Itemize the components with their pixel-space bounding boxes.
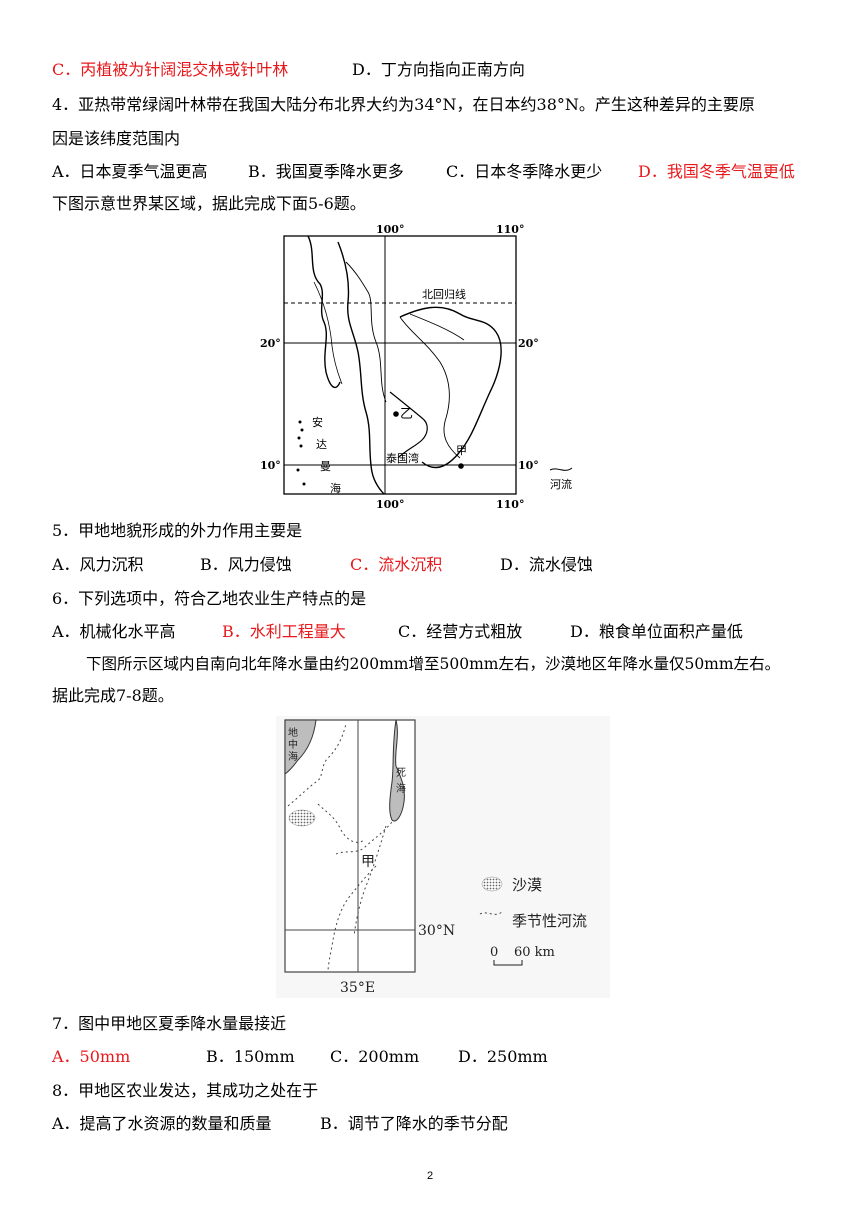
q6-stem: 6．下列选项中，符合乙地农业生产特点的是 <box>52 589 367 608</box>
seasonal-river-legend-symbol <box>479 911 503 915</box>
seasonal-river-1 <box>287 723 347 807</box>
gulf-label: 泰国湾 <box>386 451 419 465</box>
page-number: 2 <box>426 1170 434 1182</box>
southeast-asia-map: 100° 110° 100° 110° 20° 20° 10° 10° 北回归线… <box>260 223 573 511</box>
desert-legend-symbol <box>481 876 503 892</box>
desert-area <box>288 809 316 827</box>
map1-frame <box>283 235 517 495</box>
mekong-river <box>399 316 461 459</box>
q7-stem: 7．图中甲地区夏季降水量最接近 <box>52 1014 287 1033</box>
border-1 <box>345 261 387 403</box>
peninsula-coast <box>337 241 385 495</box>
q6-option-a: A．机械化水平高 <box>52 622 176 641</box>
andaman-char-1: 安 <box>312 415 323 429</box>
q4-option-a: A．日本夏季气温更高 <box>52 162 208 181</box>
lat-10-right-label: 10° <box>518 459 539 472</box>
q3-option-c: C．丙植被为针阔混交林或针叶林 <box>52 60 289 79</box>
jia-point <box>458 463 464 469</box>
q7-option-b: B．150mm <box>206 1047 295 1066</box>
mediterranean-sea <box>284 719 317 775</box>
lat-20-right-label: 20° <box>518 337 539 350</box>
q6-option-c: C．经营方式粗放 <box>398 622 523 641</box>
q5-option-b: B．风力侵蚀 <box>200 555 292 574</box>
q8-option-b: B．调节了降水的季节分配 <box>320 1114 508 1133</box>
q7-option-d: D．250mm <box>458 1047 548 1066</box>
q4-option-d: D．我国冬季气温更低 <box>638 162 795 181</box>
intro-7-8-line1: 下图所示区域内自南向北年降水量由约200mm增至500mm左右，沙漠地区年降水量… <box>86 655 781 673</box>
q8-option-a: A．提高了水资源的数量和质量 <box>52 1114 272 1133</box>
q4-option-b: B．我国夏季降水更多 <box>248 162 404 181</box>
jia-label-map2: 甲 <box>361 854 375 870</box>
lon-100-bottom-label: 100° <box>376 498 404 511</box>
q7-option-c: C．200mm <box>330 1047 420 1066</box>
andaman-char-4: 海 <box>330 481 341 495</box>
scale-zero: 0 <box>490 945 498 960</box>
lat-10-left-label: 10° <box>260 459 281 472</box>
river-legend-label: 河流 <box>550 477 572 491</box>
med-char-2: 中 <box>288 738 298 751</box>
q4-stem-line2: 因是该纬度范围内 <box>52 129 181 148</box>
q3-option-d: D．丁方向指向正南方向 <box>352 60 525 79</box>
med-char-1: 地 <box>288 726 298 739</box>
andaman-char-3: 曼 <box>320 460 331 473</box>
lon-110-top-label: 110° <box>496 223 524 236</box>
yi-point <box>393 411 399 417</box>
dead-char-1: 死 <box>396 768 406 779</box>
seasonal-river-legend-label: 季节性河流 <box>512 912 587 930</box>
q6-option-d: D．粮食单位面积产量低 <box>570 622 743 641</box>
river-legend-symbol <box>549 467 573 471</box>
dead-char-2: 海 <box>396 782 406 795</box>
intro-7-8-line2: 据此完成7-8题。 <box>52 686 174 705</box>
yi-label: 乙 <box>400 407 413 422</box>
desert-legend-label: 沙漠 <box>512 876 542 894</box>
q4-option-c: C．日本冬季降水更少 <box>446 162 603 181</box>
scale-bar <box>493 960 523 966</box>
q5-option-c: C．流水沉积 <box>350 555 443 574</box>
myanmar-coast <box>307 235 341 389</box>
lat-20-left-label: 20° <box>260 337 281 350</box>
tropic-label: 北回归线 <box>422 287 466 301</box>
lon-100-top-label: 100° <box>376 223 404 236</box>
jia-label: 甲 <box>456 444 467 457</box>
q4-stem-line1: 4．亚热带常绿阔叶林带在我国大陆分布北界大约为34°N，在日本约38°N。产生这… <box>52 95 755 114</box>
seasonal-river-2 <box>317 803 365 843</box>
q6-option-b: B．水利工程量大 <box>222 622 346 641</box>
indochina-coast <box>399 306 502 469</box>
lon-35e-label: 35°E <box>340 980 375 996</box>
seasonal-river-5 <box>327 865 377 973</box>
red-river <box>409 313 465 341</box>
dead-sea <box>389 719 405 822</box>
irrawaddy-river <box>313 281 343 385</box>
q5-stem: 5．甲地地貌形成的外力作用主要是 <box>52 521 303 540</box>
lat-30n-label: 30°N <box>418 923 455 939</box>
andaman-char-2: 达 <box>316 438 327 451</box>
q5-option-d: D．流水侵蚀 <box>500 555 593 574</box>
scale-60km: 60 km <box>514 945 555 960</box>
levant-map: 地 中 海 死 海 甲 30°N 35°E 沙漠 季节性河流 0 60 km <box>276 716 610 998</box>
q8-stem: 8．甲地区农业发达，其成功之处在于 <box>52 1081 319 1100</box>
q7-option-a: A．50mm <box>52 1047 131 1066</box>
lon-110-bottom-label: 110° <box>496 498 524 511</box>
med-char-3: 海 <box>288 750 298 763</box>
gulf-coast <box>389 391 428 459</box>
intro-5-6: 下图示意世界某区域，据此完成下面5-6题。 <box>52 194 366 213</box>
q5-option-a: A．风力沉积 <box>52 555 144 574</box>
